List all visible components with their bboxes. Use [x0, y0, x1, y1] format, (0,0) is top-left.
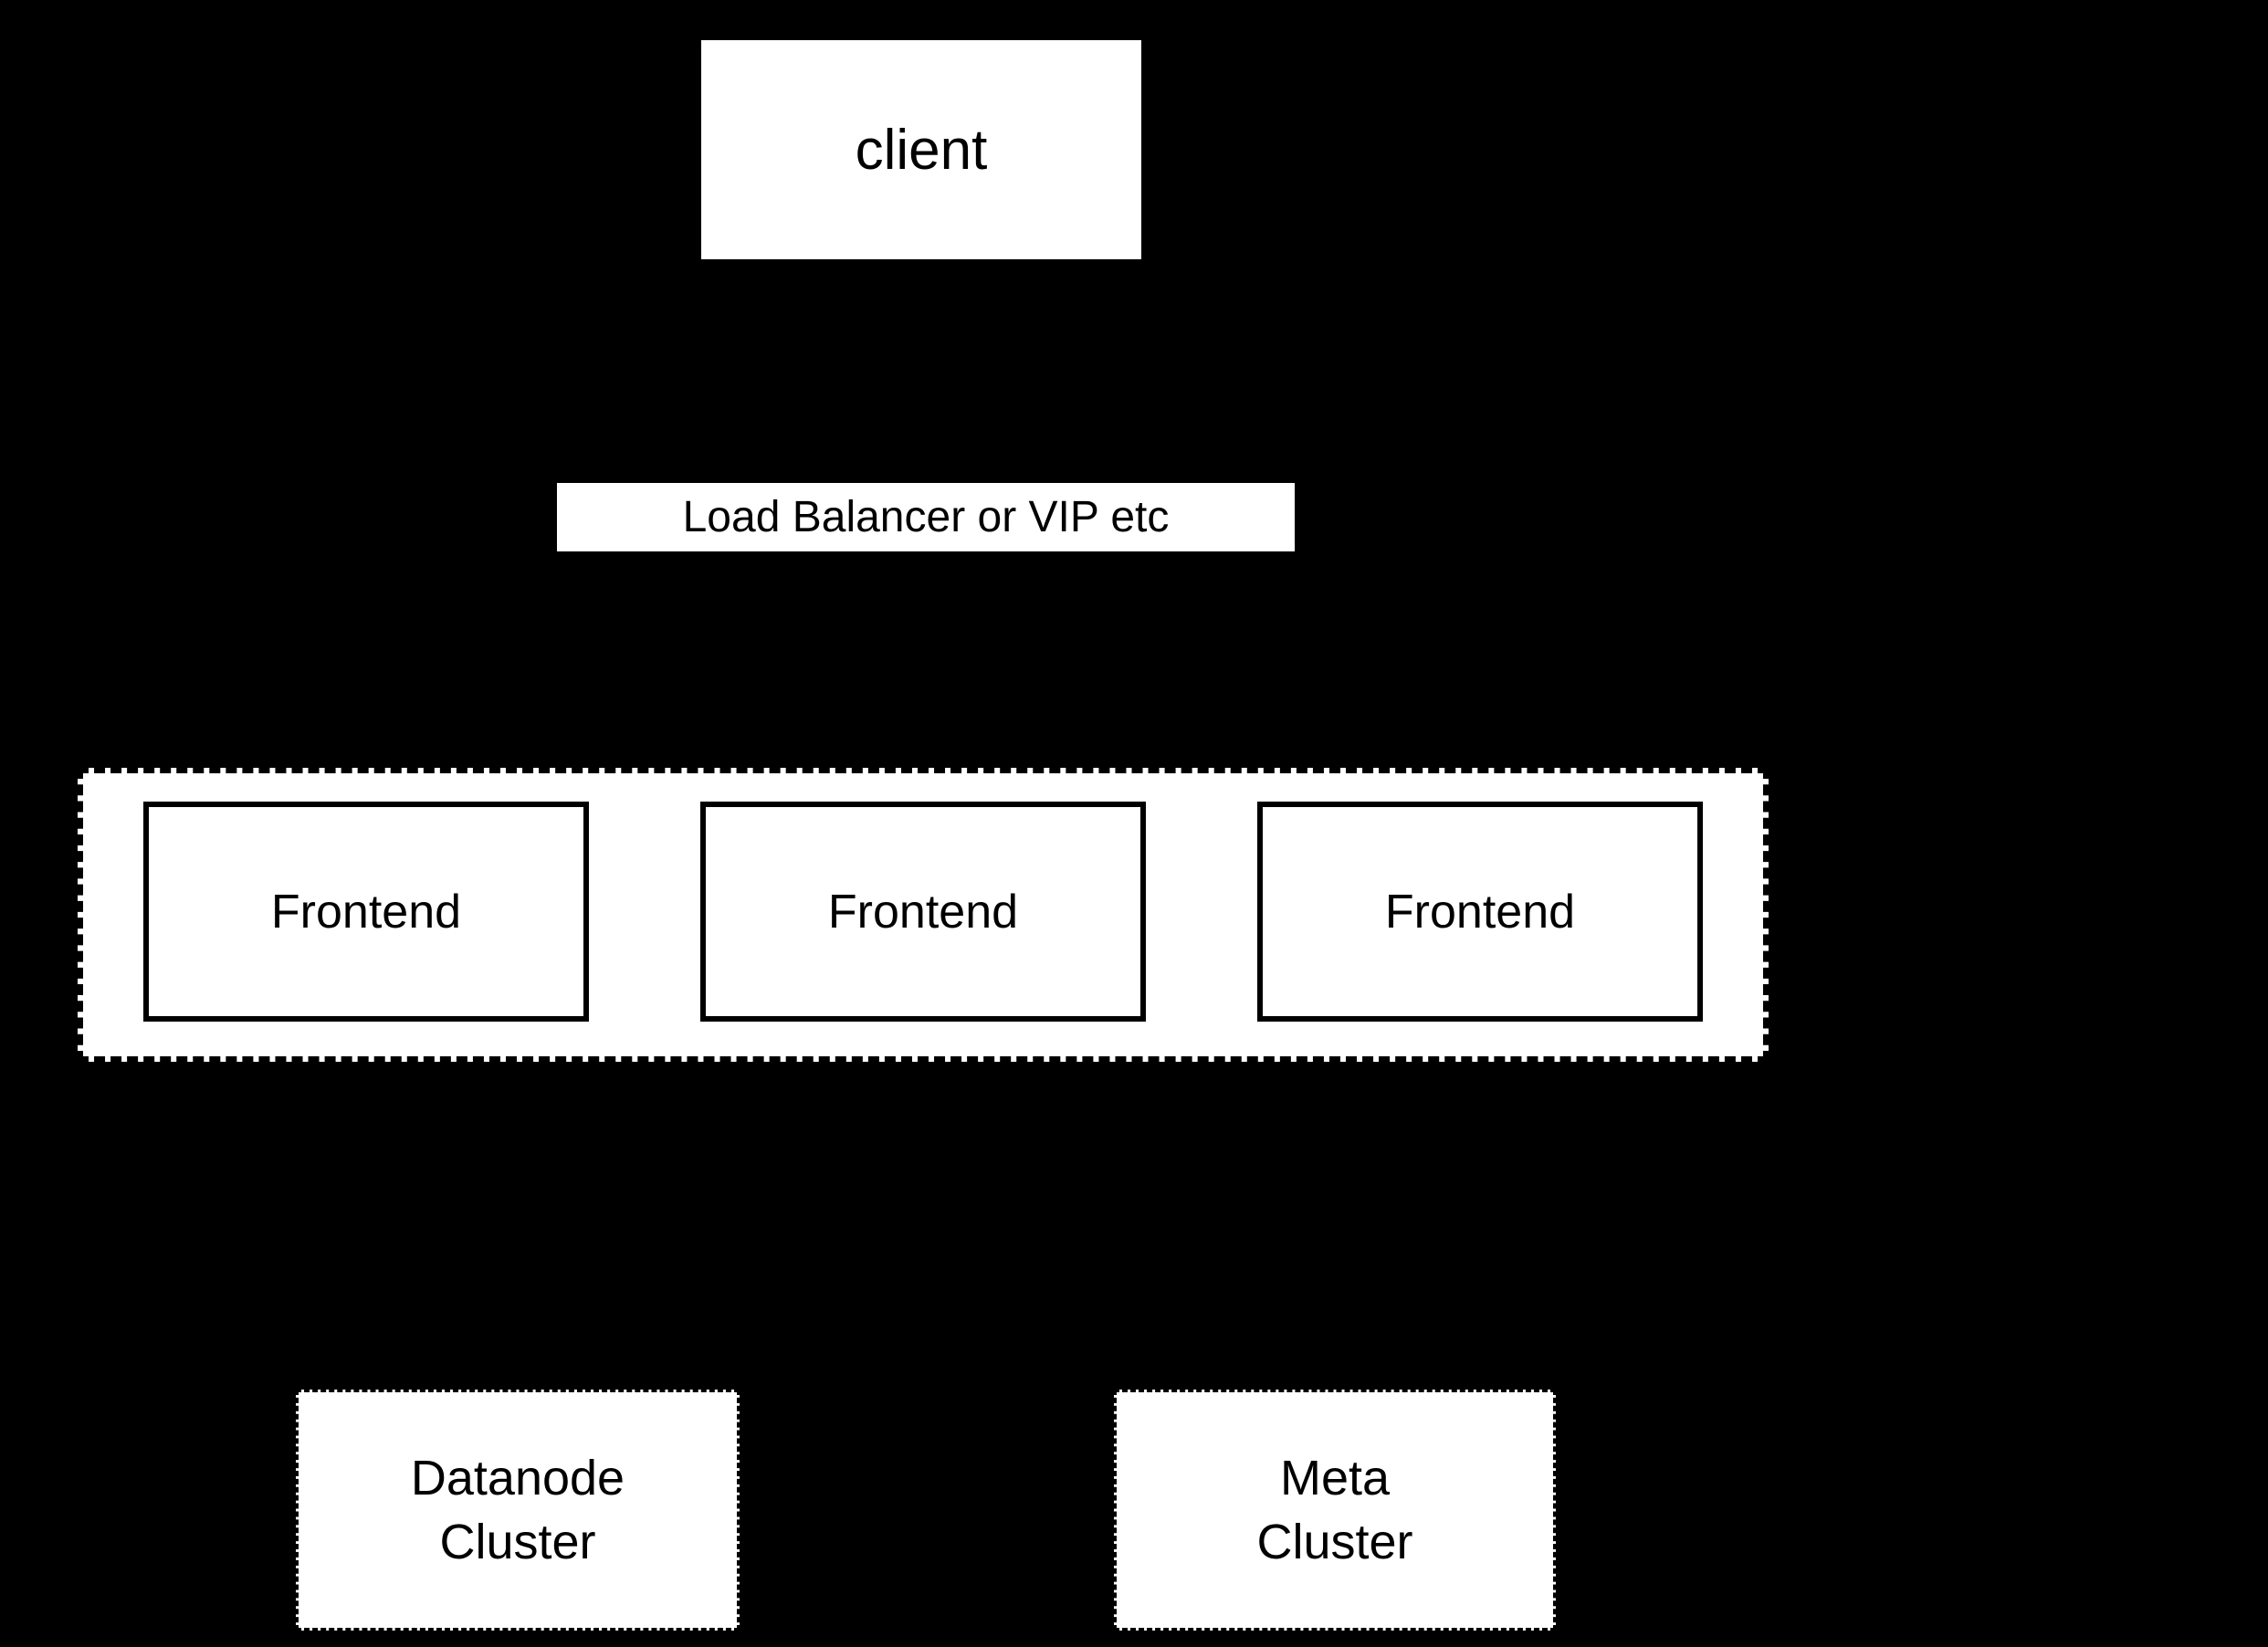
datanode-cluster-node: Datanode Cluster: [296, 1390, 740, 1631]
client-node-label: client: [855, 118, 988, 182]
load-balancer-node: Load Balancer or VIP etc: [557, 483, 1295, 551]
frontend-node-2: Frontend: [700, 802, 1146, 1022]
datanode-cluster-label-line1: Datanode: [410, 1451, 625, 1505]
meta-cluster-node: Meta Cluster: [1114, 1390, 1556, 1631]
client-node: client: [701, 40, 1141, 259]
frontend-node-2-label: Frontend: [827, 885, 1019, 939]
load-balancer-node-label: Load Balancer or VIP etc: [682, 493, 1170, 541]
datanode-cluster-label-line2: Cluster: [439, 1515, 596, 1569]
frontend-node-3: Frontend: [1257, 802, 1703, 1022]
frontend-node-1-label: Frontend: [270, 885, 462, 939]
frontend-node-3-label: Frontend: [1384, 885, 1576, 939]
frontend-group-container: Frontend Frontend Frontend: [78, 768, 1769, 1062]
meta-cluster-label-line1: Meta: [1279, 1451, 1391, 1505]
frontend-node-1: Frontend: [143, 802, 589, 1022]
meta-cluster-label-line2: Cluster: [1256, 1515, 1413, 1569]
